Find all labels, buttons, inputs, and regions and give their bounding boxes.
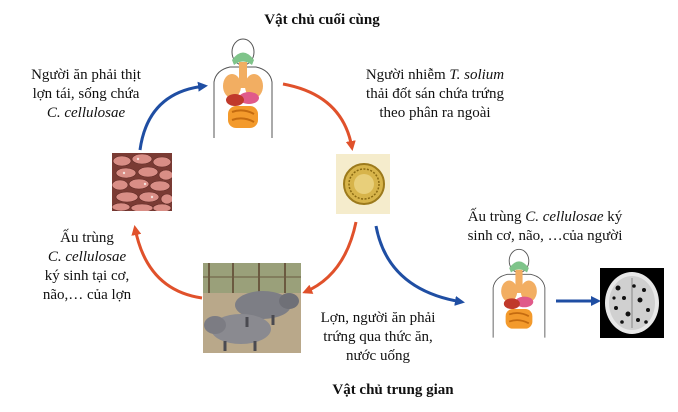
- step-text-line: Người ăn phải thịt: [31, 67, 141, 83]
- human-digestive-system-icon-2: [492, 248, 546, 338]
- step-text-segment: Ấu trùng: [467, 209, 526, 225]
- step-text-line: Ấu trùng: [60, 230, 114, 246]
- step-text-line: theo phân ra ngoài: [379, 105, 491, 121]
- arrow-egg-to-pigs: [302, 221, 358, 294]
- step-text-line: trứng qua thức ăn,: [323, 329, 433, 345]
- tapeworm-egg-image: [336, 154, 390, 214]
- step-human-sheds-eggs: Người nhiễm T. solium thải đốt sán chứa …: [320, 66, 550, 123]
- pigs-photo: [203, 263, 301, 353]
- brain-ct-scan-image: [600, 268, 664, 338]
- arrow-pigs-to-pork: [131, 225, 203, 300]
- step-eggs-ingested: Lợn, người ăn phải trứng qua thức ăn, nư…: [298, 309, 458, 366]
- step-human-eats-pork: Người ăn phải thịt lợn tái, sống chứa C.…: [0, 66, 172, 123]
- step-text-line: Lợn, người ăn phải: [320, 310, 436, 326]
- step-larva-in-human: Ấu trùng C. cellulosae ký sinh cơ, não, …: [420, 208, 670, 246]
- definitive-host-title: Vật chủ cuối cùng: [264, 12, 380, 28]
- step-text-line: C. cellulosae: [47, 249, 127, 265]
- step-text-line: sinh cơ, não, …của người: [467, 228, 623, 244]
- arrow-egg-to-human2: [374, 225, 465, 306]
- arrow-pork-to-human: [138, 81, 208, 151]
- step-text-line: lợn tái, sống chứa: [32, 86, 140, 102]
- step-text-line: C. cellulosae: [46, 105, 126, 121]
- intermediate-host-title: Vật chủ trung gian: [332, 382, 454, 398]
- step-text-segment: Người nhiễm: [365, 67, 450, 83]
- human-digestive-system-icon: [213, 38, 273, 138]
- arrow-human-to-egg: [282, 82, 356, 151]
- step-text-line: thải đốt sán chứa trứng: [366, 86, 504, 102]
- step-larva-in-pig: Ấu trùng C. cellulosae ký sinh tại cơ, n…: [12, 229, 162, 305]
- step-text-line: ký sinh tại cơ,: [44, 268, 130, 284]
- step-text-line: Ấu trùng C. cellulosae ký: [420, 208, 670, 227]
- raw-pork-meat-image: [112, 153, 172, 211]
- step-text-line: não,… của lợn: [42, 287, 132, 303]
- step-text-line: nước uống: [346, 348, 410, 364]
- step-text-line: Người nhiễm T. solium: [320, 66, 550, 85]
- species-name: T. solium: [449, 67, 505, 83]
- step-text-segment: ký: [603, 209, 623, 225]
- species-name: C. cellulosae: [525, 209, 604, 225]
